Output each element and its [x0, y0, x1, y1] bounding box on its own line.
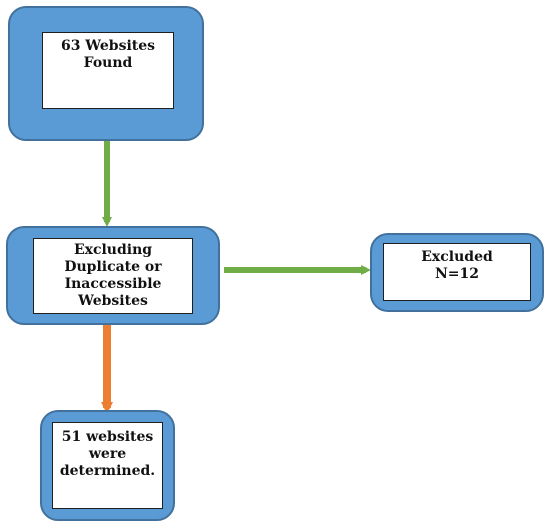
node-excluded-count-label: Excluded N=12 [383, 243, 531, 301]
excluding-line-3: Inaccessible [64, 276, 162, 292]
websites-found-line-1: 63 Websites [60, 38, 156, 54]
node-websites-determined-label: 51 websites were determined. [52, 422, 163, 509]
determined-line-2: were [88, 446, 127, 462]
excluded-line-2: N=12 [434, 266, 479, 282]
excluding-line-2: Duplicate or [64, 259, 162, 275]
node-websites-found-label: 63 Websites Found [42, 32, 174, 109]
websites-found-line-2: Found [83, 55, 133, 71]
determined-line-3: determined. [59, 463, 156, 479]
node-websites-found: 63 Websites Found [8, 6, 204, 141]
excluding-line-4: Websites [78, 293, 148, 309]
node-websites-determined: 51 websites were determined. [40, 410, 175, 521]
node-excluded-count: Excluded N=12 [370, 233, 544, 312]
node-excluding-duplicates: Excluding Duplicate or Inaccessible Webs… [6, 226, 220, 325]
node-excluding-duplicates-label: Excluding Duplicate or Inaccessible Webs… [33, 238, 193, 314]
excluded-line-1: Excluded [421, 249, 493, 265]
excluding-line-1: Excluding [73, 242, 153, 258]
determined-line-1: 51 websites [61, 429, 154, 445]
